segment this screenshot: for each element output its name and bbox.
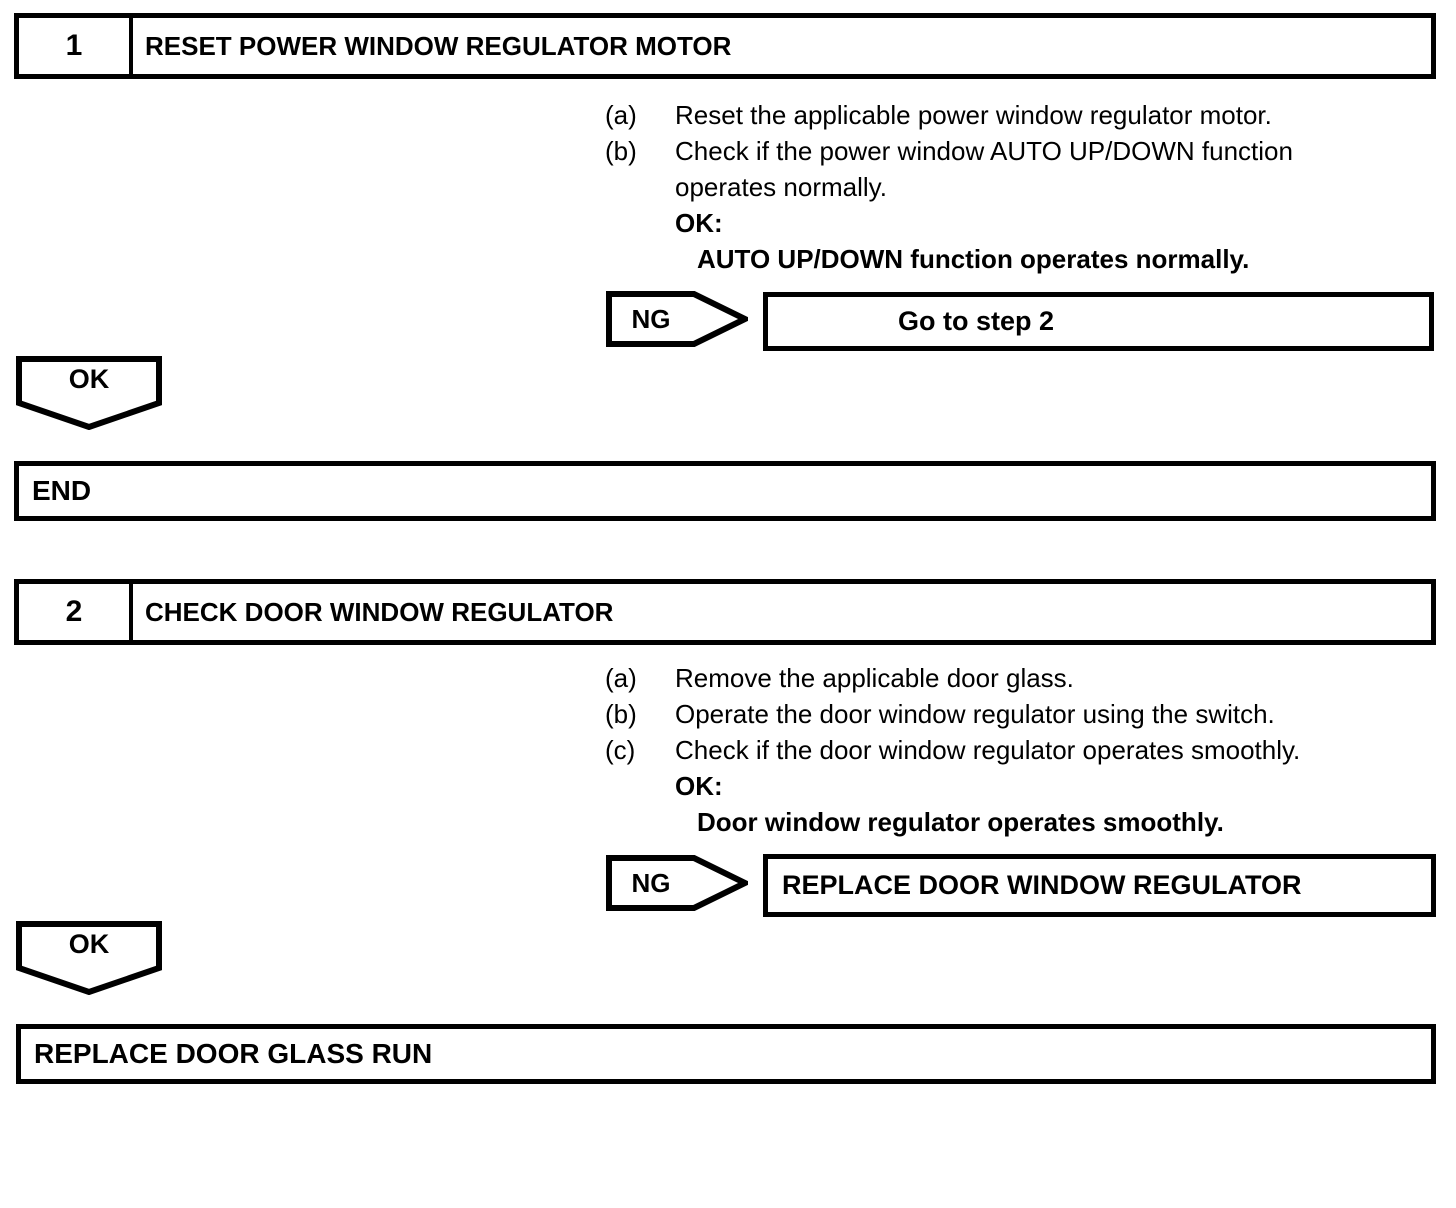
step-1-instructions: (a) Reset the applicable power window re…: [605, 97, 1405, 277]
substep-text: Check if the door window regulator opera…: [675, 735, 1301, 765]
ok-pentagon-icon: [16, 921, 162, 995]
ok-label: OK: [68, 929, 110, 959]
substep-text: Operate the door window regulator using …: [675, 699, 1275, 729]
ok-label: OK: [68, 364, 110, 394]
step-2-instructions: (a) Remove the applicable door glass. (b…: [605, 660, 1405, 840]
ng-result-text: REPLACE DOOR WINDOW REGULATOR: [782, 870, 1302, 900]
substep-text: Reset the applicable power window regula…: [675, 100, 1272, 130]
step-1-ng-result-box: Go to step 2: [763, 292, 1434, 351]
substep-text: Check if the power window AUTO UP/DOWN f…: [675, 136, 1293, 202]
substep-marker: (a): [605, 663, 637, 693]
step-2-number: 2: [19, 584, 133, 640]
step-1-ok-condition: AUTO UP/DOWN function operates normally.: [697, 244, 1250, 274]
step-1-end-box: END: [14, 461, 1436, 521]
step-2-ok-arrow: OK: [16, 921, 162, 995]
step-1-ok-label: OK:: [675, 208, 723, 238]
step-2-ok-label: OK:: [675, 771, 723, 801]
substep-marker: (c): [605, 735, 636, 765]
step-1-substep-b: (b) Check if the power window AUTO UP/DO…: [605, 133, 1405, 205]
final-text: REPLACE DOOR GLASS RUN: [34, 1038, 433, 1069]
step-1-number: 1: [19, 18, 133, 74]
step-1-title: RESET POWER WINDOW REGULATOR MOTOR: [145, 30, 732, 61]
ng-result-text: Go to step 2: [898, 306, 1055, 336]
substep-marker: (a): [605, 100, 637, 130]
step-2-final-box: REPLACE DOOR GLASS RUN: [16, 1024, 1436, 1084]
substep-marker: (b): [605, 699, 637, 729]
step-2-ok-condition: Door window regulator operates smoothly.: [697, 807, 1224, 837]
ng-pentagon-icon: [606, 291, 748, 347]
ng-label: NG: [631, 868, 671, 898]
end-text: END: [32, 475, 92, 506]
step-2-substep-b: (b) Operate the door window regulator us…: [605, 696, 1405, 732]
ok-pentagon-icon: [16, 356, 162, 430]
step-1-ng-arrow: NG: [606, 291, 748, 347]
step-2-substep-c: (c) Check if the door window regulator o…: [605, 732, 1405, 768]
step-2-ng-result-box: REPLACE DOOR WINDOW REGULATOR: [763, 854, 1436, 917]
substep-marker: (b): [605, 136, 637, 166]
step-2-title: CHECK DOOR WINDOW REGULATOR: [145, 596, 614, 627]
step-2-substep-a: (a) Remove the applicable door glass.: [605, 660, 1405, 696]
substep-text: Remove the applicable door glass.: [675, 663, 1074, 693]
step-2-header: 2 CHECK DOOR WINDOW REGULATOR: [14, 579, 1436, 645]
ng-label: NG: [631, 304, 671, 334]
step-1-substep-a: (a) Reset the applicable power window re…: [605, 97, 1405, 133]
step-1-header: 1 RESET POWER WINDOW REGULATOR MOTOR: [14, 13, 1436, 79]
step-1-ok-arrow: OK: [16, 356, 162, 430]
ng-pentagon-icon: [606, 855, 748, 911]
step-2-ng-arrow: NG: [606, 855, 748, 911]
